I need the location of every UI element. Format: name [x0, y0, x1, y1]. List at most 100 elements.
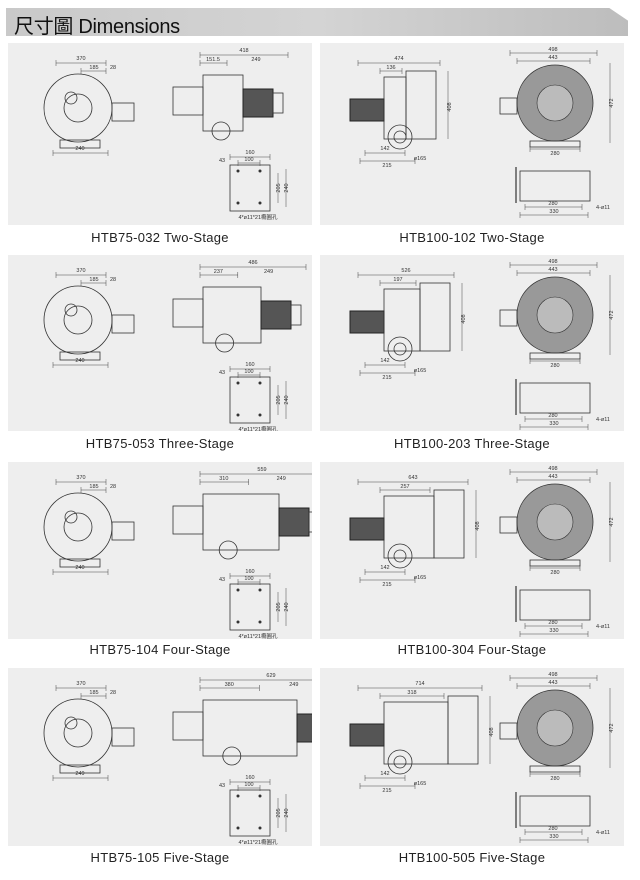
- dim-front-width: 498: [548, 259, 557, 265]
- dim-feet: 280: [550, 776, 559, 782]
- dim-overall-length: 629: [266, 673, 275, 679]
- dim-base-inner: 100: [244, 576, 253, 582]
- dim-overall-length: 474: [394, 56, 403, 62]
- dim-base-feet: 280: [548, 413, 557, 419]
- dim-base-side: 43: [219, 577, 225, 583]
- dim-base-top: 160: [245, 569, 254, 575]
- dim-mount-holes: 4*ø11*21橢圓孔: [238, 425, 278, 431]
- dim-section-a: 310: [219, 476, 228, 482]
- dim-overall-length: 486: [248, 260, 257, 266]
- dim-section-b: 249: [289, 682, 298, 688]
- dim-base-feet: 280: [548, 620, 557, 626]
- dim-flange: ø165: [414, 368, 427, 374]
- dim-height: 408: [489, 727, 495, 736]
- dim-front-height: 472: [609, 723, 615, 732]
- dim-base-feet: 280: [548, 826, 557, 832]
- dim-base-width: 240: [75, 565, 84, 571]
- blower-housing: [43, 285, 113, 355]
- technical-drawing: 474136408142215ø1654984434722802803304-ø…: [349, 47, 615, 218]
- dim-section-b: 249: [277, 476, 286, 482]
- dim-base-h1: 205: [276, 808, 282, 817]
- dim-front-width: 370: [76, 681, 85, 687]
- page-title: 尺寸圖 Dimensions: [14, 16, 180, 38]
- dim-section-b: 249: [264, 269, 273, 275]
- model-caption: HTB100-505 Five-Stage: [398, 850, 546, 865]
- dim-flange: ø165: [414, 156, 427, 162]
- dim-section-b: 249: [251, 57, 260, 63]
- dim-mount-holes: 4*ø11*21橢圓孔: [238, 213, 278, 221]
- dim-flange: ø165: [414, 781, 427, 787]
- dim-front-width: 498: [548, 466, 557, 472]
- dim-front-right: 28: [110, 484, 116, 490]
- dim-base-top: 160: [245, 775, 254, 781]
- dim-section-a: 318: [407, 690, 416, 696]
- dim-front-center: 185: [89, 690, 98, 696]
- dim-base-h2: 240: [284, 602, 290, 611]
- section-header: 尺寸圖 Dimensions: [6, 8, 628, 36]
- dim-base-width: 240: [75, 358, 84, 364]
- dim-base-feet: 280: [548, 201, 557, 207]
- dim-side-width: 215: [382, 582, 391, 588]
- dim-base-inner: 100: [244, 369, 253, 375]
- dim-base-h2: 240: [284, 395, 290, 404]
- model-caption: HTB75-105 Five-Stage: [90, 850, 230, 865]
- dim-front-width: 370: [76, 268, 85, 274]
- blower-body: [383, 288, 421, 352]
- dim-height: 408: [461, 314, 467, 323]
- dim-base-side: 43: [219, 158, 225, 164]
- dim-side-width: 215: [382, 788, 391, 794]
- dim-section-a: 257: [400, 484, 409, 490]
- blower-housing: [43, 73, 113, 143]
- dim-base-h1: 205: [276, 183, 282, 192]
- blower-housing: [43, 698, 113, 768]
- dim-front-width: 370: [76, 56, 85, 62]
- dim-base-width: 249: [75, 771, 84, 777]
- dim-base-top: 160: [245, 150, 254, 156]
- dim-base-h1: 205: [276, 395, 282, 404]
- dim-height: 408: [475, 521, 481, 530]
- dim-mount-holes: 4-ø11: [596, 205, 610, 211]
- dim-base-h2: 240: [284, 808, 290, 817]
- dim-base-length: 330: [549, 421, 558, 427]
- dim-front-width: 498: [548, 47, 557, 53]
- dim-section-a: 136: [386, 65, 395, 71]
- dim-front-height: 472: [609, 310, 615, 319]
- model-caption: HTB75-104 Four-Stage: [89, 642, 231, 657]
- dim-feet: 280: [550, 570, 559, 576]
- dim-base-width: 240: [75, 146, 84, 152]
- dim-front-right: 28: [110, 65, 116, 71]
- dim-side-width: 215: [382, 375, 391, 381]
- dim-overall-length: 643: [408, 475, 417, 481]
- dim-side-inner: 142: [380, 146, 389, 152]
- model-caption: HTB100-304 Four-Stage: [397, 642, 547, 657]
- blower-body: [383, 701, 449, 765]
- dim-base-h1: 205: [276, 602, 282, 611]
- model-caption: HTB75-032 Two-Stage: [91, 230, 229, 245]
- dim-overall-length: 559: [257, 467, 266, 473]
- dim-front-height: 472: [609, 98, 615, 107]
- dim-section-a: 380: [225, 682, 234, 688]
- dim-side-inner: 142: [380, 771, 389, 777]
- blower-housing: [43, 492, 113, 562]
- dim-front-inner: 443: [548, 267, 557, 273]
- dim-mount-holes: 4-ø11: [596, 830, 610, 836]
- dim-flange: ø165: [414, 575, 427, 581]
